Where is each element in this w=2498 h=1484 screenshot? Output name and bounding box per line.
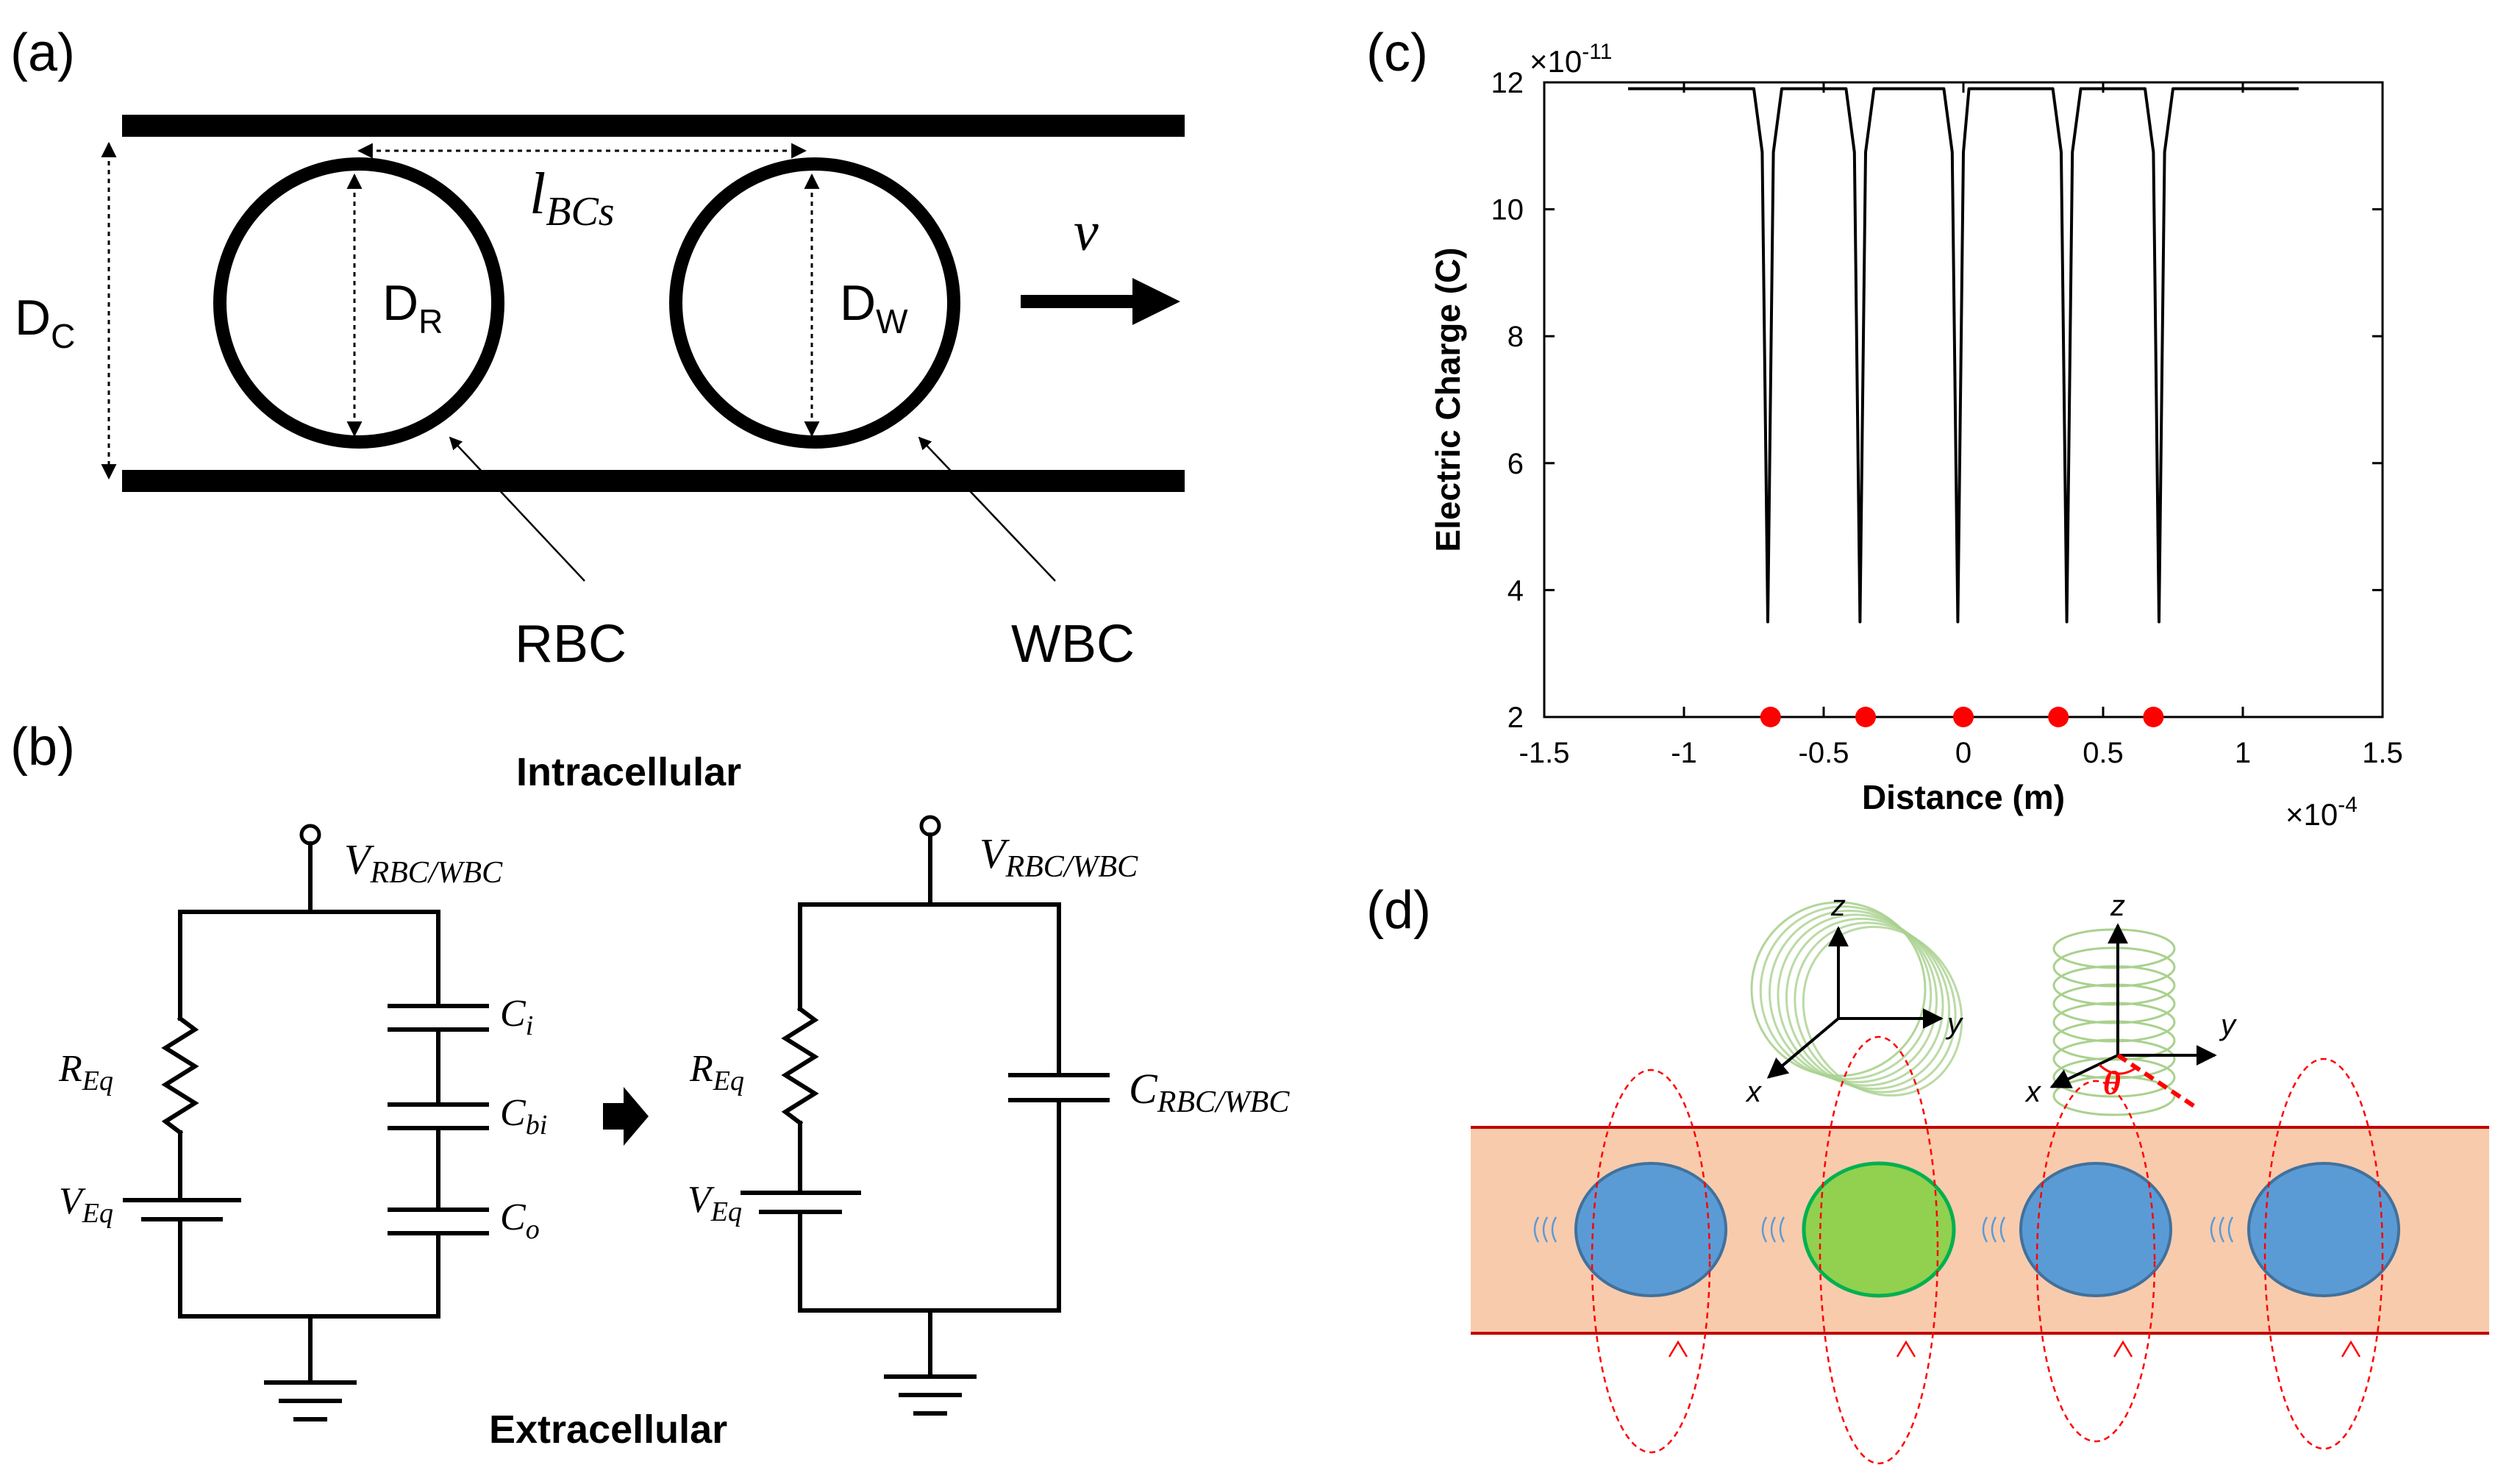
velocity-label: v [1074,201,1099,263]
velocity-arrow-head [1132,278,1180,325]
cell-position-marker [2048,707,2069,727]
cell-position-marker [1855,707,1876,727]
x-tick-label: 1 [2235,737,2251,769]
y-tick-label: 8 [1507,321,1524,353]
x-tick-label: -0.5 [1799,737,1849,769]
y-tick-label: 12 [1491,67,1524,99]
c-rbc-wbc-label: CRBC/WBC [1129,1065,1290,1119]
rbc-pointer-arrow [449,436,585,582]
y-exponent-label: ×10-11 [1530,40,1612,79]
x-tick-label: 0.5 [2083,737,2124,769]
extracellular-label: Extracellular [489,1408,727,1452]
vessel-top-wall [122,115,1185,137]
coil-tilted [1750,901,1963,1097]
rbc-cell-3 [2247,1162,2400,1297]
co-label: Co [500,1196,540,1245]
panel-d: (d) [1366,881,2489,1465]
wbc-circle [669,157,960,449]
dr-label: DR [382,275,443,340]
cbi-label: Cbi [500,1092,547,1141]
y-tick-label: 4 [1507,574,1524,607]
dc-label: DC [15,290,75,355]
x-axis-label: Distance (m) [1862,778,2065,816]
req-label-1: REq [58,1048,113,1096]
veq-label-2: VEq [688,1179,742,1227]
axis-z-label-1: z [1830,890,1846,922]
x-tick-label: -1.5 [1519,737,1570,769]
panel-b-label: (b) [10,718,75,777]
cell-position-marker [1953,707,1974,727]
theta-arc [2098,1063,2137,1075]
ci-label: Ci [500,993,533,1041]
panel-a: (a) DC lBCs DR DW v RBC WBC [10,24,1185,674]
rbc-cell-1 [1574,1162,1727,1297]
panel-c-label: (c) [1366,24,1428,82]
rbc-label: RBC [515,615,627,674]
wbc-label: WBC [1011,615,1135,674]
field-arrows [1668,1340,2361,1358]
axis-y-label-2: y [2219,1009,2238,1041]
rbc-cell-2 [2019,1162,2172,1297]
y-tick-label: 2 [1507,702,1524,734]
lbcs-label: lBCs [529,162,615,235]
v-rbc-wbc-label-2: VRBC/WBC [979,830,1138,884]
motion-marks [1533,1216,2234,1243]
rbc-circle [213,157,504,449]
wbc-pointer-arrow [918,436,1056,582]
y-tick-label: 10 [1491,194,1524,226]
axes-coil-1 [1766,926,1944,1079]
axis-y-label-1: y [1945,1007,1964,1040]
x-tick-label: -1 [1671,737,1697,769]
panel-d-label: (d) [1366,881,1431,940]
v-rbc-wbc-label-1: VRBC/WBC [344,835,503,890]
intracellular-label: Intracellular [516,750,741,794]
y-axis-label: Electric Charge (C) [1429,247,1467,552]
x-tick-label: 1.5 [2362,737,2403,769]
field-lines [1591,1035,2384,1465]
wbc-cell [1802,1161,1956,1298]
circuit-simplified [741,815,1110,1416]
y-tick-label: 6 [1507,448,1524,480]
req-label-2: REq [689,1048,744,1096]
x-exponent-label: ×10-4 [2285,793,2358,832]
cell-position-marker [2143,707,2164,727]
panel-b: (b) Intracellular Extracellular [10,718,1290,1452]
panel-a-label: (a) [10,24,75,82]
axis-x-label-1: x [1745,1076,1763,1108]
veq-label-1: VEq [59,1180,113,1229]
axis-z-label-2: z [2110,890,2125,922]
equivalence-arrow [603,1087,649,1146]
vessel-bottom-wall [122,470,1185,492]
circuit-detailed [123,824,489,1421]
cell-position-marker [1760,707,1781,727]
dw-label: DW [840,275,908,340]
x-tick-label: 0 [1955,737,1971,769]
charge-series-line [1628,87,2299,624]
axis-x-label-2: x [2024,1076,2042,1108]
axes-coil-2 [2049,923,2217,1088]
